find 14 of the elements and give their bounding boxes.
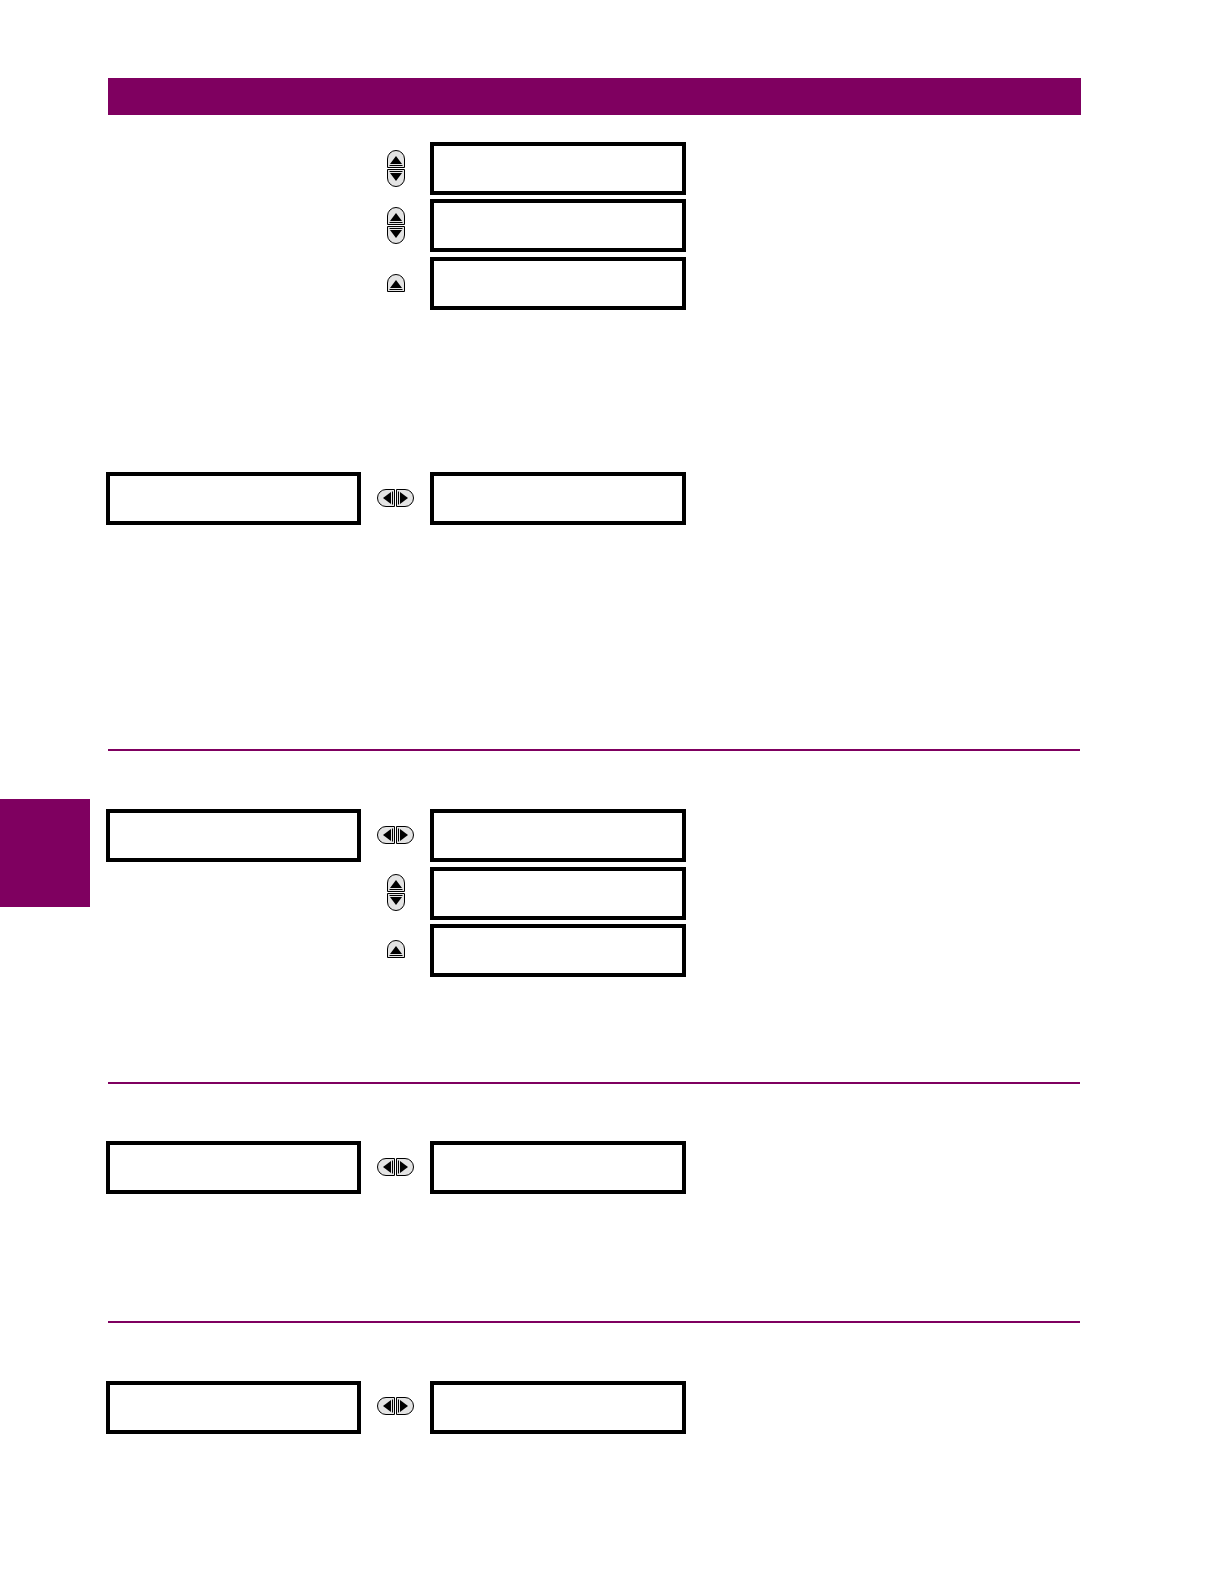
display-box bbox=[430, 142, 686, 195]
display-box bbox=[106, 1381, 361, 1434]
display-box bbox=[430, 809, 686, 862]
display-box bbox=[430, 924, 686, 977]
display-box bbox=[430, 257, 686, 310]
display-box bbox=[106, 472, 361, 525]
display-box bbox=[430, 1141, 686, 1194]
display-box bbox=[430, 867, 686, 920]
display-box bbox=[106, 809, 361, 862]
display-box bbox=[430, 199, 686, 252]
display-box bbox=[430, 1381, 686, 1434]
display-box bbox=[430, 472, 686, 525]
chapter-tab bbox=[0, 799, 90, 907]
display-box bbox=[106, 1141, 361, 1194]
